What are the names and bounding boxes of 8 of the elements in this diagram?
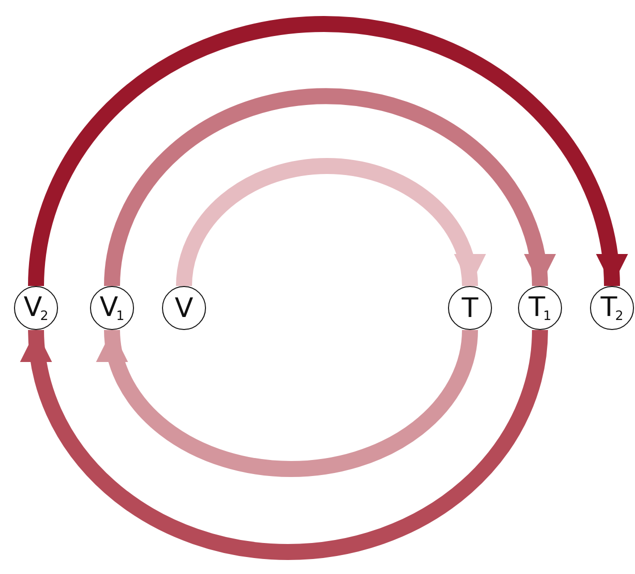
curved-arrow bbox=[22, 329, 548, 560]
variable-circle: T$_{2}$ bbox=[590, 286, 634, 330]
variable-circle: V$_{2}$ bbox=[14, 286, 58, 330]
curved-arrow bbox=[98, 329, 478, 477]
variable-circle: T bbox=[448, 286, 492, 330]
variable-circle: T$_{1}$ bbox=[518, 286, 562, 330]
variable-circle: V$_{1}$ bbox=[90, 286, 134, 330]
variable-circle: V bbox=[162, 286, 206, 330]
